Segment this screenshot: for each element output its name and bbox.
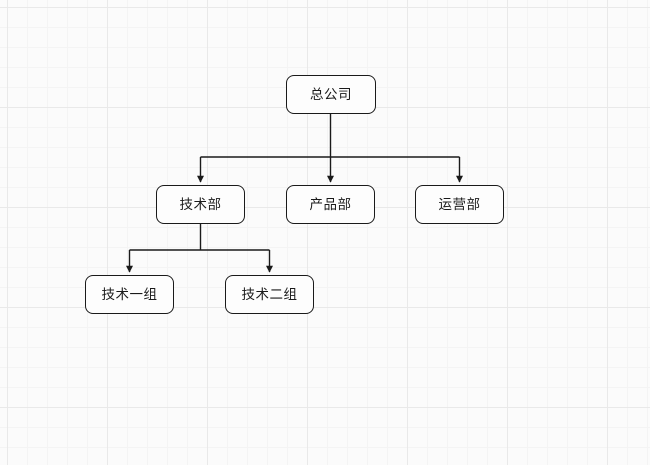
node-label: 技术部 — [179, 196, 222, 212]
node-tech-group-1[interactable]: 技术一组 — [85, 275, 174, 314]
node-label: 产品部 — [309, 196, 352, 212]
node-tech-dept[interactable]: 技术部 — [156, 185, 245, 224]
node-label: 技术一组 — [101, 286, 158, 302]
node-label: 总公司 — [310, 86, 352, 102]
node-root[interactable]: 总公司 — [286, 75, 376, 114]
node-product-dept[interactable]: 产品部 — [286, 185, 375, 224]
node-label: 技术二组 — [241, 286, 298, 302]
node-operations-dept[interactable]: 运营部 — [415, 185, 504, 224]
node-tech-group-2[interactable]: 技术二组 — [225, 275, 314, 314]
node-label: 运营部 — [438, 196, 481, 212]
